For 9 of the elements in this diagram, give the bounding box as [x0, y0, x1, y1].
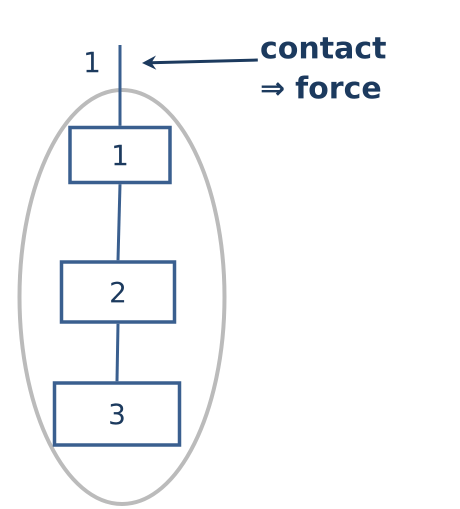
numbered-box: 2 [60, 260, 176, 324]
line-label: 1 [86, 52, 98, 72]
annotation-text: contact ⇒ force [261, 37, 386, 99]
connector-line [116, 324, 120, 382]
numbered-box: 1 [68, 126, 172, 184]
connector-line [116, 184, 122, 260]
outline-ellipse [18, 88, 226, 506]
numbered-box: 3 [52, 381, 182, 447]
connector-line [118, 45, 122, 126]
